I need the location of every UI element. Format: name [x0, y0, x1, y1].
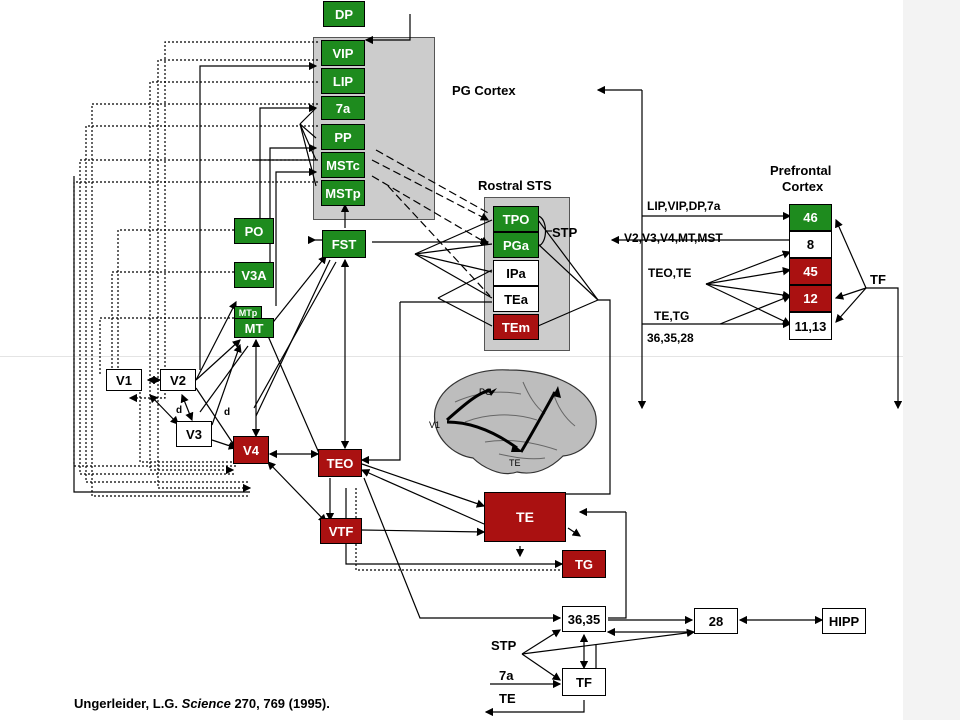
- area-v2: V2: [160, 369, 196, 391]
- area-mstc: MSTc: [321, 152, 365, 178]
- divider-line: [0, 356, 903, 357]
- input-label-lip: LIP,VIP,DP,7a: [647, 199, 721, 213]
- brain-label-te: TE: [509, 458, 521, 468]
- monkey-brain-illustration: PG V1 TE: [425, 362, 603, 483]
- input-label-teg: TE,TG: [654, 309, 690, 323]
- prefrontal-label-line1: Prefrontal: [770, 163, 832, 178]
- area-mstp: MSTp: [321, 180, 365, 206]
- area-v4: V4: [233, 436, 269, 464]
- tf-right-label: TF: [870, 272, 886, 287]
- area-ipa: IPa: [493, 260, 539, 286]
- area-pf-46: 46: [789, 204, 832, 231]
- input-label-v2: V2,V3,V4,MT,MST: [624, 231, 723, 245]
- area-tf: TF: [562, 668, 606, 696]
- input-label-36: 36,35,28: [647, 331, 694, 345]
- area-fst: FST: [322, 230, 366, 258]
- area-7a: 7a: [321, 96, 365, 120]
- d-label-2: d: [224, 407, 231, 418]
- area-36-35: 36,35: [562, 606, 606, 632]
- area-po: PO: [234, 218, 274, 244]
- citation: Ungerleider, L.G. Science 270, 769 (1995…: [74, 696, 330, 711]
- right-margin: [903, 0, 960, 720]
- area-vip: VIP: [321, 40, 365, 66]
- stp-label: STP: [552, 225, 578, 240]
- area-dp: DP: [323, 1, 365, 27]
- area-pf-12: 12: [789, 285, 832, 312]
- area-teo: TEO: [318, 449, 362, 477]
- area-pp: PP: [321, 124, 365, 150]
- area-v1: V1: [106, 369, 142, 391]
- d-label-1: d: [176, 405, 183, 416]
- area-pga: PGa: [493, 232, 539, 258]
- area-pf-8: 8: [789, 231, 832, 258]
- area-v3a: V3A: [234, 262, 274, 288]
- area-hipp: HIPP: [822, 608, 866, 634]
- pg-cortex-label: PG Cortex: [452, 83, 516, 98]
- area-tg: TG: [562, 550, 606, 578]
- area-pf-45: 45: [789, 258, 832, 285]
- area-lip: LIP: [321, 68, 365, 94]
- area-v3: V3: [176, 421, 212, 447]
- citation-ref: 270, 769 (1995).: [234, 696, 330, 711]
- area-te: TE: [484, 492, 566, 542]
- area-vtf: VTF: [320, 518, 362, 544]
- input-label-teo: TEO,TE: [648, 266, 692, 280]
- te-bottom-label: TE: [499, 691, 516, 706]
- area-tpo: TPO: [493, 206, 539, 232]
- stp-bottom-label: STP: [491, 638, 517, 653]
- area-tem: TEm: [493, 314, 539, 340]
- prefrontal-label-line2: Cortex: [782, 179, 824, 194]
- brain-label-v1: V1: [429, 420, 440, 430]
- brain-label-pg: PG: [479, 387, 492, 397]
- area-tea: TEa: [493, 286, 539, 312]
- rostral-sts-label: Rostral STS: [478, 178, 552, 193]
- a7-bottom-label: 7a: [499, 668, 514, 683]
- citation-journal: Science: [181, 696, 231, 711]
- citation-author: Ungerleider, L.G.: [74, 696, 179, 711]
- area-28: 28: [694, 608, 738, 634]
- area-pf-11-13: 11,13: [789, 312, 832, 340]
- area-mt: MT: [234, 318, 274, 338]
